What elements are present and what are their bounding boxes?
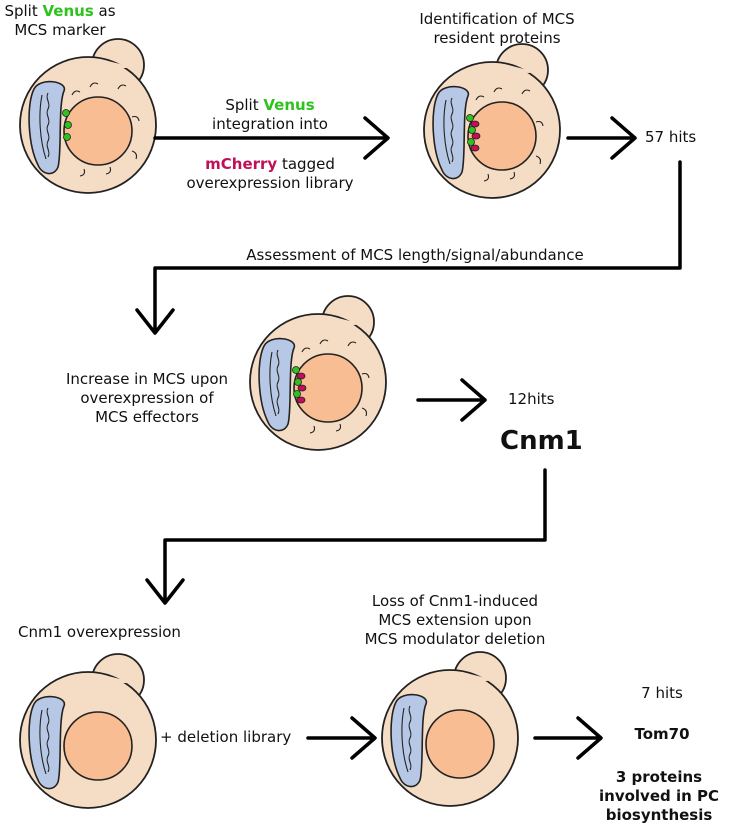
- result-cnm1: Cnm1: [500, 426, 583, 456]
- cell-increase: [249, 295, 387, 451]
- arrow-to-57-hits: [566, 116, 637, 160]
- hits-12: 12hits: [508, 390, 555, 408]
- step3-title: Increase in MCS upon overexpression of M…: [65, 370, 229, 426]
- cell-cnm1-overexpression: [19, 653, 157, 809]
- assessment-label: Assessment of MCS length/signal/abundanc…: [246, 246, 584, 264]
- arrow-to-12-hits: [416, 378, 487, 422]
- arrow1-caption-bottom: mCherry tagged overexpression library: [186, 155, 354, 192]
- deletion-library-label: + deletion library: [160, 728, 292, 746]
- result-tom70: Tom70: [634, 725, 690, 743]
- step1-title: Split Venus as MCS marker: [4, 2, 116, 39]
- result-pc-proteins: 3 proteins involved in PC biosynthesis: [599, 768, 719, 824]
- connector-57-to-step3: [135, 160, 682, 335]
- arrow-deletion-to-step5: [306, 716, 377, 760]
- hits-7: 7 hits: [641, 684, 683, 702]
- connector-cnm1-to-step4: [145, 468, 547, 605]
- cell-identification: [423, 43, 561, 199]
- hits-57: 57 hits: [645, 128, 697, 146]
- step5-title: Loss of Cnm1-induced MCS extension upon …: [364, 592, 546, 648]
- cell-loss: [381, 651, 519, 807]
- arrow1-caption-top: Split Venus integration into: [212, 96, 328, 133]
- step4-title: Cnm1 overexpression: [18, 623, 181, 641]
- step2-title: Identification of MCS resident proteins: [419, 10, 575, 47]
- arrow-to-7-hits: [533, 716, 603, 760]
- arrow-step1-to-step2: [153, 116, 390, 160]
- cell-split-venus: [19, 38, 157, 194]
